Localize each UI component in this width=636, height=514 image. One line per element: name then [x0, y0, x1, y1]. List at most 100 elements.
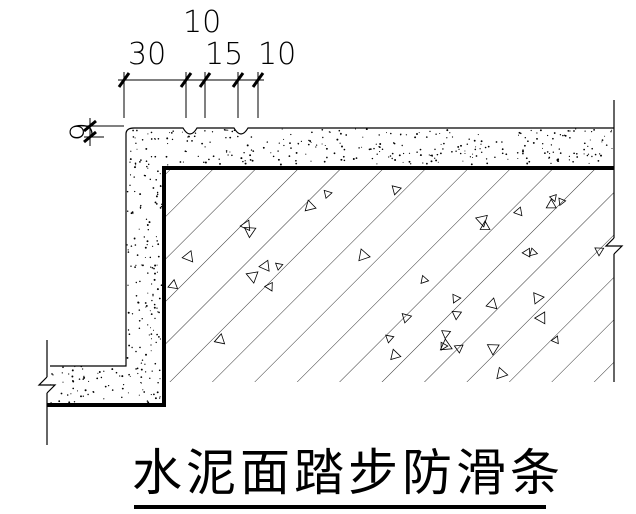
mortar-speckle [381, 148, 384, 150]
mortar-speckle [83, 375, 85, 378]
mortar-speckle [233, 129, 236, 132]
mortar-speckle [144, 302, 147, 304]
mortar-speckle [611, 147, 613, 150]
mortar-speckle [390, 132, 392, 135]
mortar-speckle [148, 221, 151, 224]
mortar-speckle [156, 240, 158, 242]
mortar-speckle [147, 133, 149, 135]
mortar-speckle [379, 151, 381, 153]
mortar-speckle [81, 368, 84, 370]
mortar-speckle [549, 153, 551, 155]
mortar-speckle [134, 166, 136, 169]
mortar-speckle [147, 272, 149, 274]
mortar-speckle [552, 137, 554, 140]
mortar-speckle [522, 152, 524, 155]
mortar-speckle [507, 158, 509, 160]
mortar-speckle [323, 160, 326, 163]
mortar-speckle [567, 130, 570, 132]
mortar-speckle [88, 380, 90, 382]
mortar-speckle [98, 371, 101, 373]
mortar-speckle [104, 385, 107, 388]
mortar-speckle [369, 148, 372, 150]
mortar-speckle [307, 143, 310, 146]
mortar-speckle [157, 138, 160, 140]
mortar-speckle [152, 329, 155, 331]
mortar-speckle [272, 155, 275, 158]
mortar-speckle [156, 191, 159, 194]
mortar-speckle [546, 134, 549, 137]
mortar-speckle [165, 155, 168, 158]
mortar-speckle [422, 162, 424, 164]
mortar-speckle [154, 397, 157, 400]
mortar-speckle [166, 137, 169, 140]
mortar-speckle [605, 144, 608, 146]
mortar-speckle [408, 160, 411, 163]
mortar-speckle [194, 132, 197, 134]
aggregate-mark [533, 292, 545, 305]
aggregate-mark [167, 278, 179, 290]
mortar-speckle [321, 143, 323, 145]
mortar-speckle [132, 136, 135, 138]
mortar-speckle [479, 148, 481, 150]
mortar-speckle [155, 341, 157, 344]
mortar-speckle [225, 136, 227, 139]
mortar-speckle [480, 143, 482, 145]
aggregate-mark [548, 193, 557, 203]
mortar-speckle [442, 148, 444, 150]
mortar-speckle [550, 162, 552, 165]
mortar-speckle [522, 149, 524, 152]
mortar-speckle [147, 228, 150, 231]
mortar-speckle [70, 393, 72, 395]
mortar-speckle [455, 150, 457, 152]
mortar-speckle [536, 138, 538, 140]
mortar-speckle [87, 393, 89, 396]
mortar-speckle [127, 249, 129, 251]
mortar-speckle [96, 377, 99, 380]
mortar-speckle [159, 396, 161, 398]
mortar-speckle [156, 307, 158, 309]
mortar-speckle [172, 130, 174, 132]
mortar-speckle [539, 129, 542, 132]
mortar-speckle [150, 131, 153, 134]
mortar-speckle [365, 128, 368, 131]
mortar-speckle [229, 151, 231, 153]
mortar-speckle [140, 368, 143, 371]
mortar-speckle [149, 310, 151, 312]
mortar-speckle [127, 392, 129, 394]
mortar-speckle [209, 141, 211, 143]
mortar-speckle [501, 152, 504, 155]
mortar-speckle [127, 251, 130, 253]
mortar-speckle [159, 173, 161, 175]
mortar-speckle [140, 264, 142, 266]
mortar-speckle [462, 160, 464, 162]
mortar-speckle [391, 152, 394, 155]
mortar-speckle [408, 152, 411, 154]
mortar-speckle [129, 174, 132, 176]
mortar-speckle [591, 131, 593, 133]
aggregate-mark [385, 334, 395, 344]
mortar-speckle [568, 155, 571, 158]
mortar-speckle [464, 152, 466, 155]
mortar-speckle [251, 159, 254, 162]
mortar-speckle [354, 128, 357, 130]
mortar-speckle [71, 369, 74, 372]
mortar-speckle [145, 147, 148, 150]
mortar-speckle [147, 167, 149, 169]
mortar-speckle [435, 133, 437, 135]
mortar-speckle [277, 158, 280, 161]
mortar-speckle [154, 137, 156, 140]
mortar-speckle [243, 151, 245, 154]
mortar-speckle [355, 157, 358, 159]
aggregate-mark [243, 227, 257, 239]
mortar-speckle [171, 138, 174, 141]
mortar-speckle [139, 206, 142, 208]
mortar-speckle [143, 236, 145, 238]
mortar-speckle [237, 135, 239, 138]
mortar-speckle [211, 131, 214, 133]
mortar-speckle [379, 143, 382, 145]
mortar-speckle [277, 150, 279, 152]
aggregate-mark [439, 338, 453, 351]
mortar-speckle [145, 218, 148, 220]
mortar-speckle [151, 370, 153, 372]
mortar-speckle [187, 136, 189, 138]
